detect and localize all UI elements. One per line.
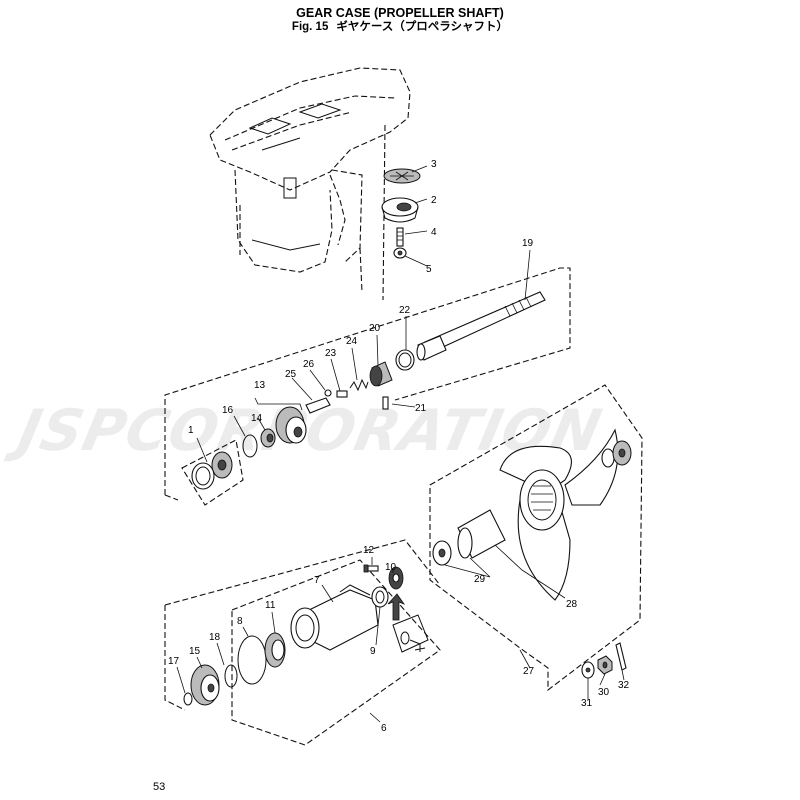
callout-19: 19	[522, 238, 534, 249]
callout-20: 20	[369, 323, 381, 334]
callout-14: 14	[251, 413, 263, 424]
callout-2: 2	[431, 195, 437, 206]
ball-part-26	[324, 389, 332, 397]
cap-part-2	[381, 197, 419, 223]
reverse-gear-part-15	[190, 664, 220, 706]
installation-tool-icon	[392, 614, 429, 653]
thrust-washer-part-28b	[601, 440, 632, 468]
callout-3: 3	[431, 159, 437, 170]
callout-30: 30	[598, 687, 610, 698]
callout-28: 28	[566, 599, 578, 610]
cotter-pin-part-32	[615, 642, 627, 671]
callout-1: 1	[188, 425, 194, 436]
bearing-part-14	[260, 428, 276, 448]
callout-22: 22	[399, 305, 411, 316]
plunger-part-25	[305, 397, 331, 414]
propeller-shaft-part-19	[416, 291, 546, 361]
propeller-kit-bracket	[429, 384, 643, 692]
callout-12: 12	[363, 545, 375, 556]
callout-5: 5	[426, 264, 432, 275]
part-1-bracket	[181, 439, 244, 506]
gear-case-housing-outline	[209, 67, 411, 301]
callout-31: 31	[581, 698, 593, 709]
bearing-housing-bracket	[231, 559, 441, 746]
lower-assembly-bracket	[164, 539, 441, 711]
ring-part-22	[395, 349, 415, 371]
figure-number: Fig. 15	[291, 21, 329, 33]
spring-part-24	[349, 378, 369, 392]
seal-part-10	[388, 566, 404, 590]
callout-9: 9	[370, 646, 376, 657]
callout-7: 7	[314, 575, 320, 586]
page-header: GEAR CASE (PROPELLER SHAFT) Fig. 15 ギヤケース…	[0, 6, 800, 35]
callout-18: 18	[209, 632, 221, 643]
clutch-dog-part-20	[369, 361, 393, 387]
page-title: GEAR CASE (PROPELLER SHAFT)	[296, 6, 504, 20]
page-number: 53	[153, 781, 166, 793]
upper-assembly-bracket	[164, 267, 571, 501]
bearing-part-9	[371, 586, 389, 608]
callout-27: 27	[523, 666, 535, 677]
anode-part-3	[383, 168, 421, 184]
washer-part-5	[393, 247, 407, 259]
callout-8: 8	[237, 616, 243, 627]
figure-caption: Fig. 15 ギヤケース（プロペラシャフト）	[0, 20, 800, 35]
shim-part-16	[242, 434, 258, 458]
shim-part-18	[224, 664, 238, 688]
callout-numbers: 3 2 4 5 19 22 20 24 23 26 25 13 21 16 14…	[168, 159, 630, 734]
bearing-housing-part-7	[290, 584, 379, 651]
callout-11: 11	[265, 600, 276, 611]
callout-21: 21	[415, 403, 427, 414]
callout-32: 32	[618, 680, 630, 691]
bolt-part-4	[396, 227, 404, 247]
callout-16: 16	[222, 405, 234, 416]
callout-6: 6	[381, 723, 387, 734]
callout-26: 26	[303, 359, 315, 370]
bearing-part-11	[264, 632, 286, 668]
callout-24: 24	[346, 336, 358, 347]
callout-13: 13	[254, 380, 266, 391]
callout-4: 4	[431, 227, 437, 238]
bushing-part-29	[432, 509, 506, 566]
nut-part-30	[597, 655, 613, 675]
pin-part-23	[336, 390, 348, 398]
shim-part-17	[183, 692, 193, 706]
callout-25: 25	[285, 369, 297, 380]
callout-10: 10	[385, 562, 397, 573]
callout-17: 17	[168, 656, 180, 667]
bolt-part-12	[363, 564, 379, 573]
callout-29: 29	[474, 574, 486, 585]
forward-gear-part-13	[275, 406, 307, 444]
leader-lines	[176, 165, 625, 723]
tapered-bearing-part-1	[191, 451, 233, 490]
propeller-part-28	[499, 428, 619, 601]
pin-part-21	[382, 396, 389, 410]
washer-part-31	[581, 661, 595, 679]
callout-23: 23	[325, 348, 337, 359]
callout-15: 15	[189, 646, 201, 657]
install-direction-arrow-icon	[387, 593, 406, 621]
figure-title-jp: ギヤケース（プロペラシャフト）	[336, 21, 509, 33]
o-ring-part-8	[237, 635, 267, 685]
